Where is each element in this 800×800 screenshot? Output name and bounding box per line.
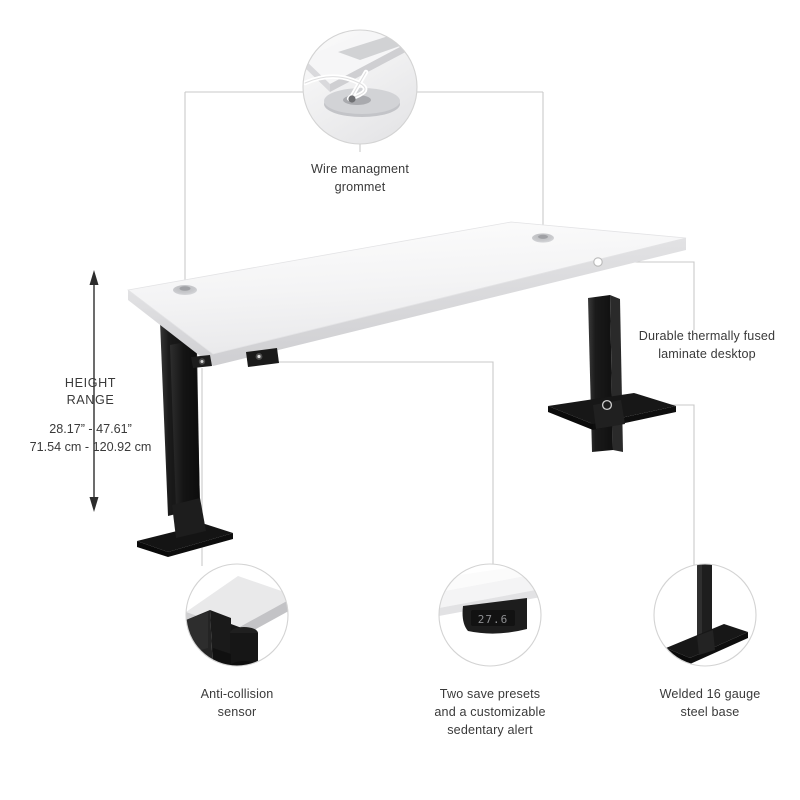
callout-label-presets: Two save presets and a customizable sede… (434, 687, 546, 737)
callout-label-laminate: Durable thermally fused laminate desktop (638, 329, 776, 361)
panel-display-value: 27.6 (478, 613, 509, 626)
grommet-left (173, 285, 197, 295)
height-range-title: HEIGHT RANGE (64, 376, 117, 407)
callout-label-grommet: Wire managment grommet (311, 162, 409, 194)
desktop-surface (127, 221, 687, 366)
grommet-right (532, 233, 554, 243)
detail-circle-anti-collision (185, 563, 289, 667)
detail-circle-steel-base (653, 563, 757, 667)
desk-assembly (127, 221, 687, 557)
anti-collision-sensor (191, 355, 212, 368)
callout-label-anti-collision: Anti-collision sensor (200, 687, 274, 719)
right-leg (548, 295, 676, 452)
callout-marker-steel-base (601, 399, 613, 411)
height-range-centimeters: 71.54 cm - 120.92 cm (29, 440, 152, 454)
height-range-block: HEIGHT RANGE 28.17” - 47.61” 71.54 cm - … (8, 375, 173, 456)
control-panel-on-desk (246, 348, 279, 367)
height-range-arrow[interactable] (89, 270, 99, 512)
detail-circle-grommet (302, 29, 418, 145)
height-range-inches: 28.17” - 47.61” (49, 422, 132, 436)
callout-marker-laminate (593, 257, 603, 267)
callout-label-steel-base: Welded 16 gauge steel base (659, 687, 761, 719)
detail-circle-presets: 27.6 (438, 563, 542, 667)
